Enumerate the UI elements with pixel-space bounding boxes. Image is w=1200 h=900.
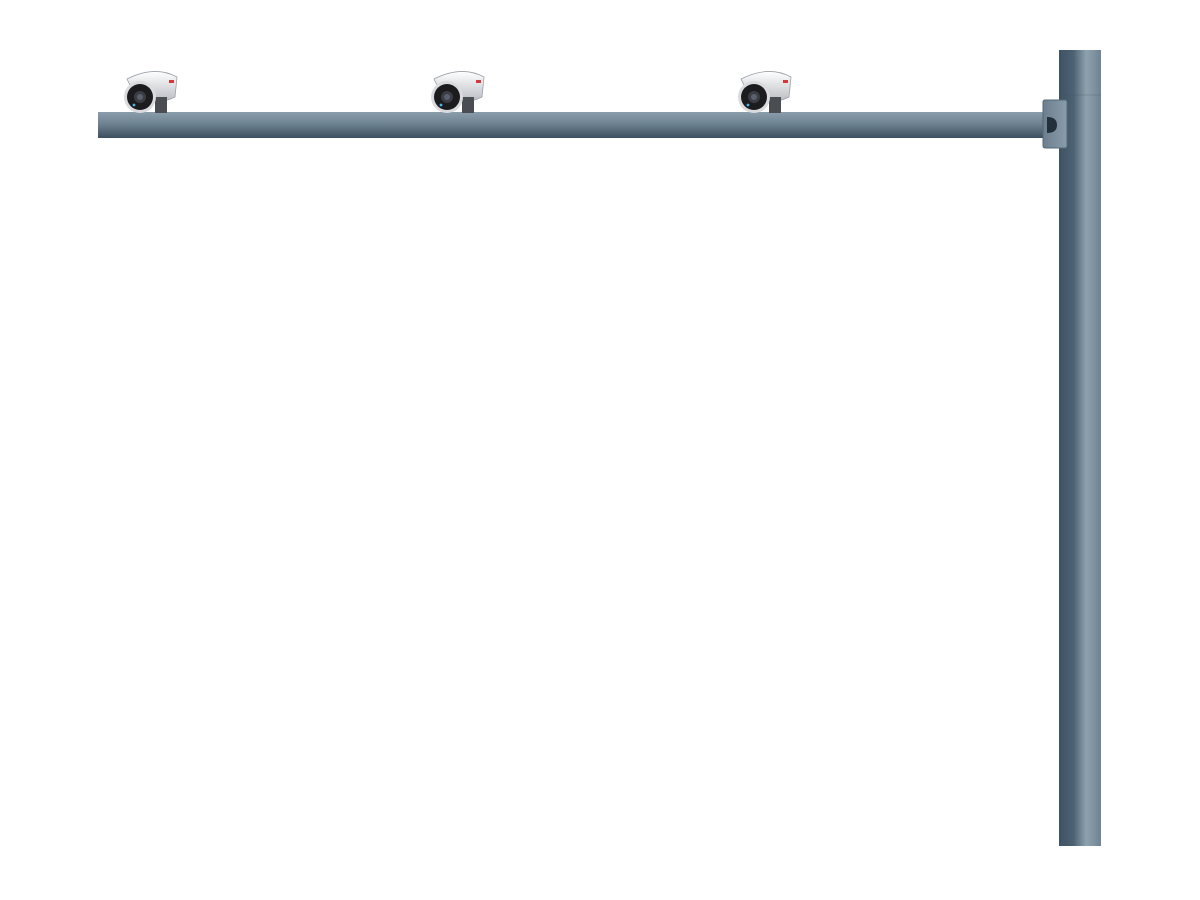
security-camera-icon [430, 70, 485, 114]
security-camera-icon [123, 70, 178, 114]
vertical-pole [1059, 50, 1101, 846]
pole-bracket [1042, 99, 1068, 149]
security-camera-icon [737, 70, 792, 114]
horizontal-arm [98, 112, 1048, 138]
